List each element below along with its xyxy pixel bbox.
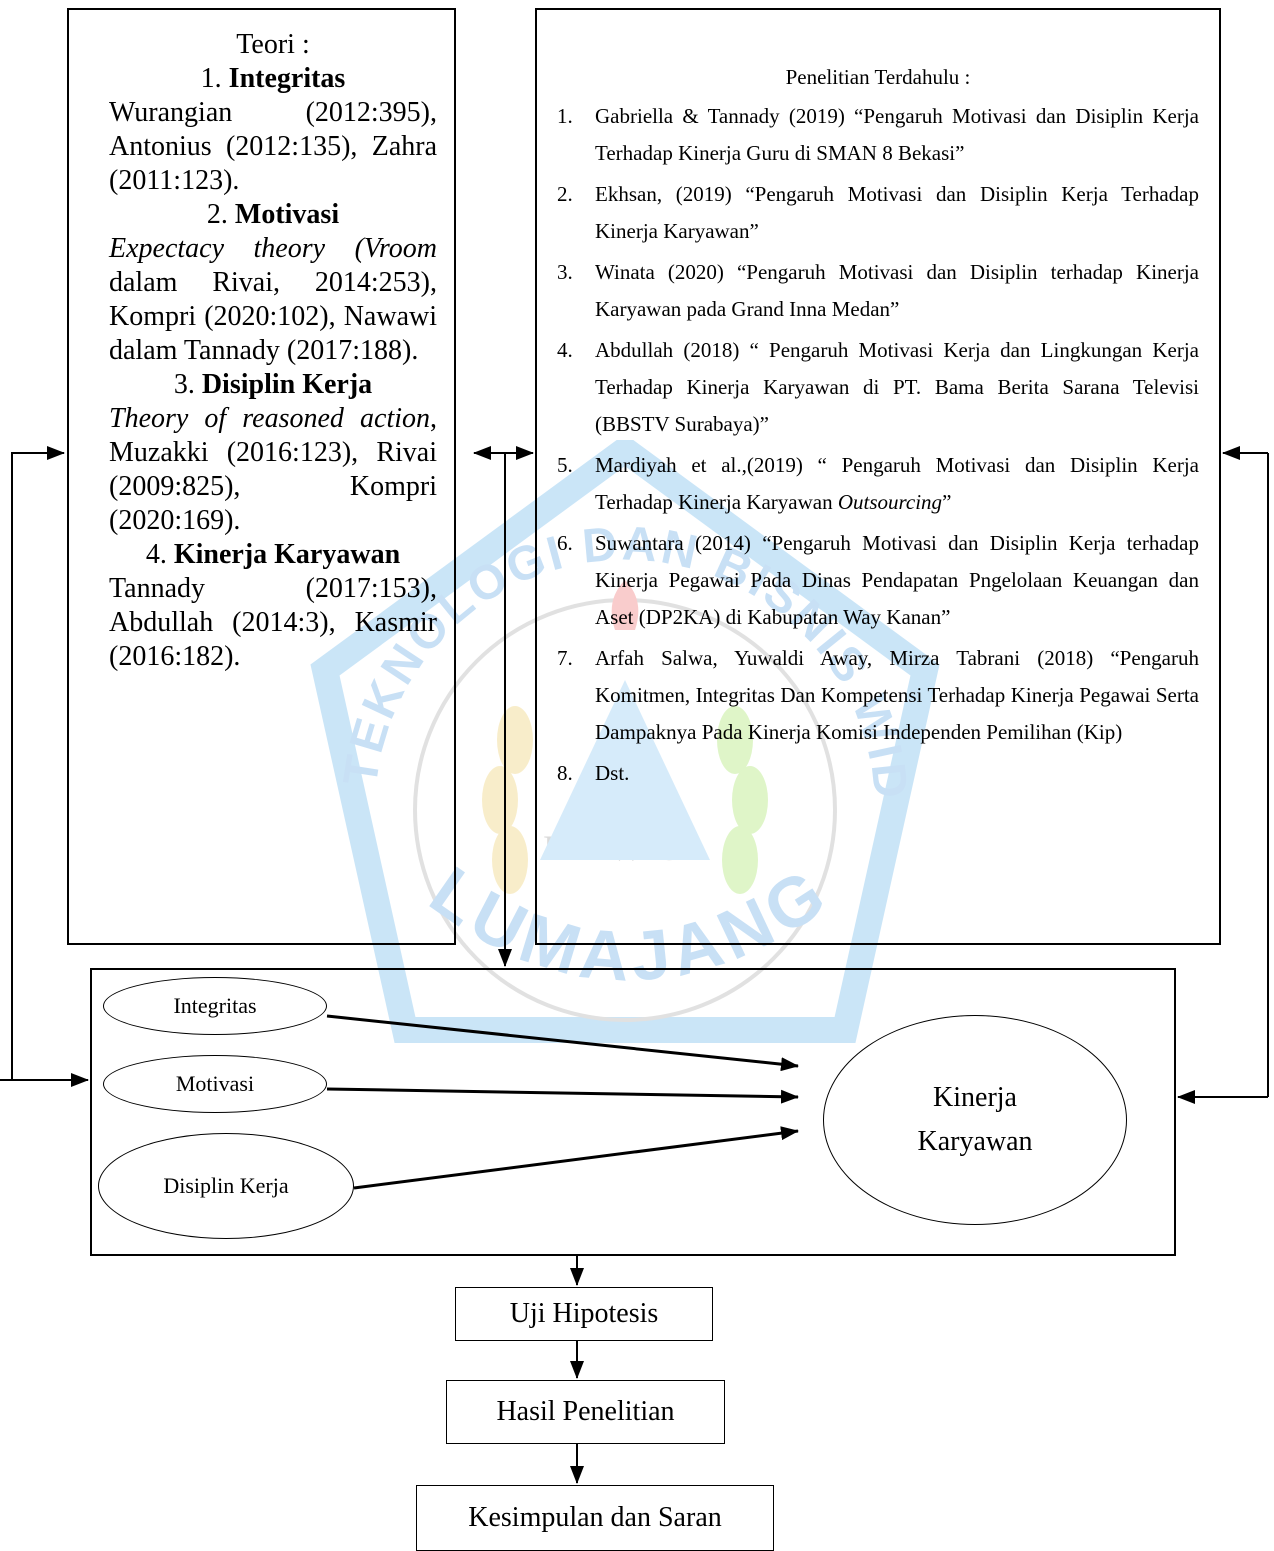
arrow-integritas-kinerja (327, 1016, 798, 1066)
left-loop-arrow (12, 453, 64, 1080)
arrow-disiplin-kinerja (354, 1131, 798, 1188)
arrow-motivasi-kinerja (327, 1089, 798, 1097)
